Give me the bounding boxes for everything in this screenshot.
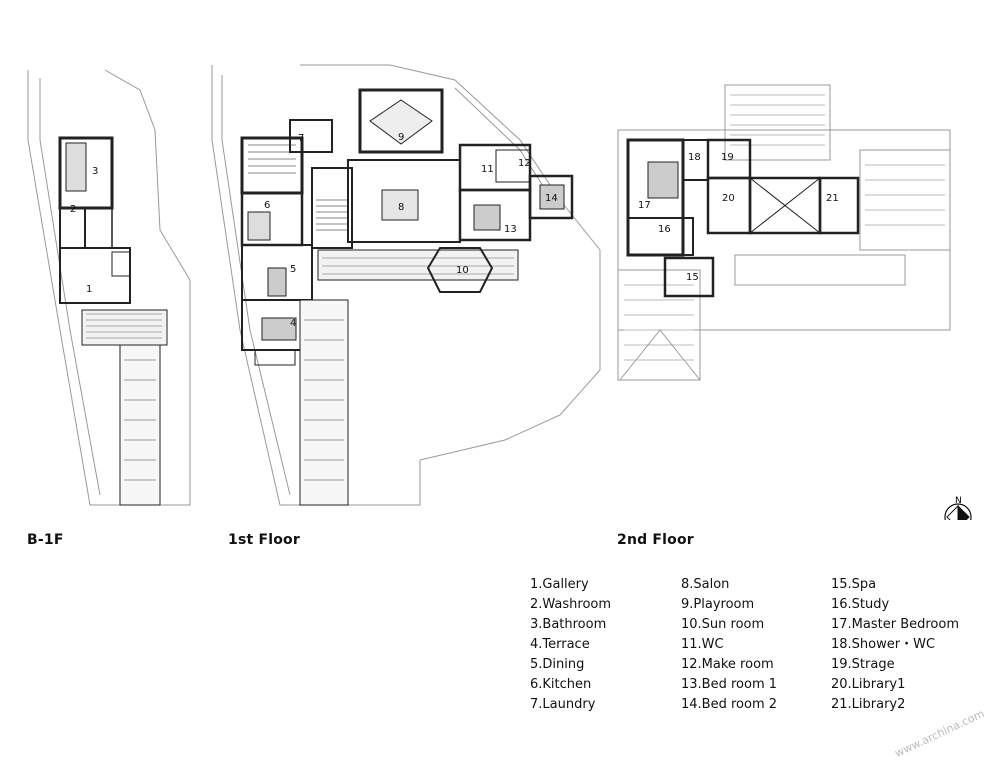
- room-number-11: 11: [481, 164, 494, 175]
- legend-column-1: 1.Gallery 2.Washroom 3.Bathroom 4.Terrac…: [530, 575, 611, 715]
- legend-item: 2.Washroom: [530, 597, 612, 612]
- room-number-18: 18: [688, 152, 701, 163]
- legend-item: 11.WC: [681, 637, 724, 652]
- room-number-19: 19: [721, 152, 734, 163]
- b1-site-outline: [27, 69, 191, 506]
- b1-building: [58, 136, 168, 506]
- legend-item: 8.Salon: [681, 577, 730, 592]
- room-number-5: 5: [290, 264, 296, 275]
- legend-item: 15.Spa: [831, 577, 877, 592]
- room-number-1: 1: [86, 284, 92, 295]
- legend-column-2: 8.Salon 9.Playroom 10.Sun room 11.WC 12.…: [681, 575, 777, 715]
- floor-label-b1: B-1F: [27, 532, 64, 548]
- legend-item: 9.Playroom: [681, 597, 755, 612]
- legend-item: 16.Study: [831, 597, 890, 612]
- second-roof: [617, 84, 951, 381]
- room-number-9: 9: [398, 132, 404, 143]
- floor-label-first: 1st Floor: [228, 532, 300, 548]
- legend-column-3: 15.Spa 16.Study 17.Master Bedroom 18.Sho…: [831, 575, 959, 715]
- legend-item: 3.Bathroom: [530, 617, 607, 632]
- room-number-16: 16: [658, 224, 671, 235]
- legend-item: 6.Kitchen: [530, 677, 592, 692]
- room-number-8: 8: [398, 202, 404, 213]
- room-number-10: 10: [456, 265, 469, 276]
- legend-item: 17.Master Bedroom: [831, 617, 960, 632]
- legend-item: 12.Make room: [681, 657, 774, 672]
- legend-item: 4.Terrace: [530, 637, 590, 652]
- legend-item: 1.Gallery: [530, 577, 589, 592]
- room-number-21: 21: [826, 193, 839, 204]
- room-number-7: 7: [298, 133, 304, 144]
- second-room-numbers: 15 16 17 18 19 20 21: [638, 152, 839, 283]
- room-number-2: 2: [70, 204, 76, 215]
- first-room-numbers: 4 5 6 7 8 9 10 11 12 13 14: [264, 132, 558, 329]
- legend-item: 13.Bed room 1: [681, 677, 778, 692]
- room-number-14: 14: [545, 193, 558, 204]
- legend-item: 18.Shower・WC: [831, 637, 936, 652]
- room-number-20: 20: [722, 193, 735, 204]
- second-building: [626, 138, 860, 298]
- compass-north-label: N: [955, 496, 962, 506]
- room-number-4: 4: [290, 318, 296, 329]
- first-building: [240, 88, 574, 506]
- legend-item: 10.Sun room: [681, 617, 765, 632]
- legend-item: 19.Strage: [831, 657, 895, 672]
- room-number-3: 3: [92, 166, 98, 177]
- legend-item: 21.Library2: [831, 697, 906, 712]
- legend-item: 20.Library1: [831, 677, 906, 692]
- legend-item: 7.Laundry: [530, 697, 596, 712]
- legend-item: 14.Bed room 2: [681, 697, 778, 712]
- b1-room-numbers: 1 2 3: [70, 166, 98, 295]
- room-number-6: 6: [264, 200, 270, 211]
- floor-label-second: 2nd Floor: [617, 532, 694, 548]
- room-number-12: 12: [518, 158, 531, 169]
- north-arrow: [944, 503, 972, 520]
- legend-item: 5.Dining: [530, 657, 585, 672]
- room-number-13: 13: [504, 224, 517, 235]
- room-number-15: 15: [686, 272, 699, 283]
- room-number-17: 17: [638, 200, 651, 211]
- floor-plan-drawing: 1 2 3 4 5 6 7 8 9 10 11 12 13 14 15 16 1…: [27, 64, 972, 520]
